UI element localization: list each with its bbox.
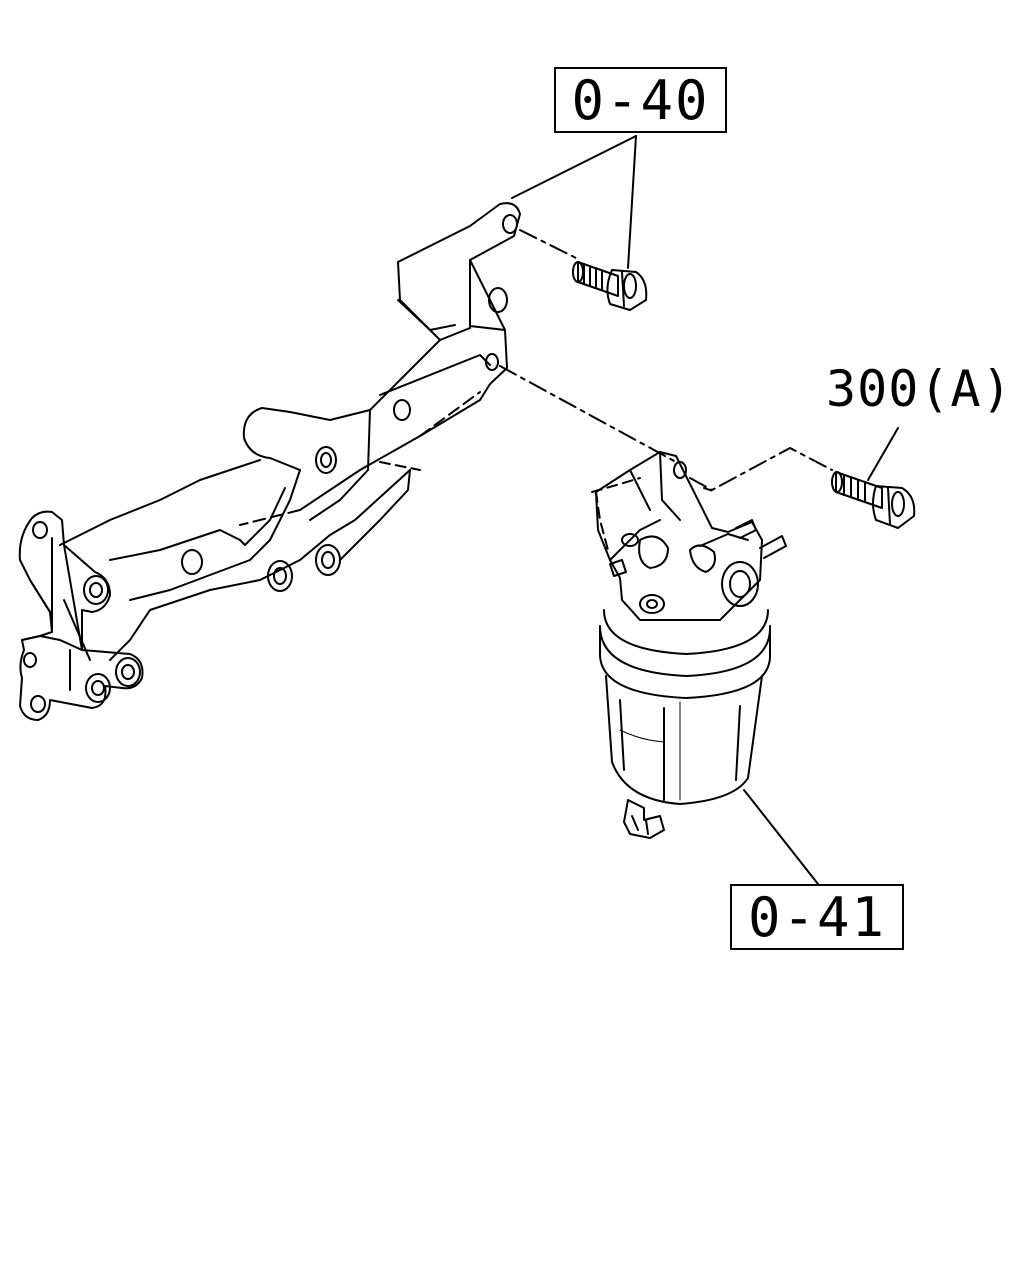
- callout-filter-assembly-label: 0-41: [747, 885, 887, 949]
- callout-bracket-bolt-label: 0-40: [571, 68, 710, 132]
- leader-lines: [499, 135, 899, 885]
- filter-bolt: [831, 471, 916, 529]
- fuel-filter-assembly: [591, 451, 787, 839]
- bracket-bolt: [572, 261, 648, 311]
- mounting-bracket: [18, 202, 521, 721]
- callout-bracket-bolt[interactable]: 0-40: [554, 67, 727, 133]
- callout-filter-assembly[interactable]: 0-41: [730, 884, 904, 950]
- callout-filter-bolt[interactable]: 300(A): [826, 364, 1013, 414]
- callout-filter-bolt-label: 300(A): [826, 360, 1013, 418]
